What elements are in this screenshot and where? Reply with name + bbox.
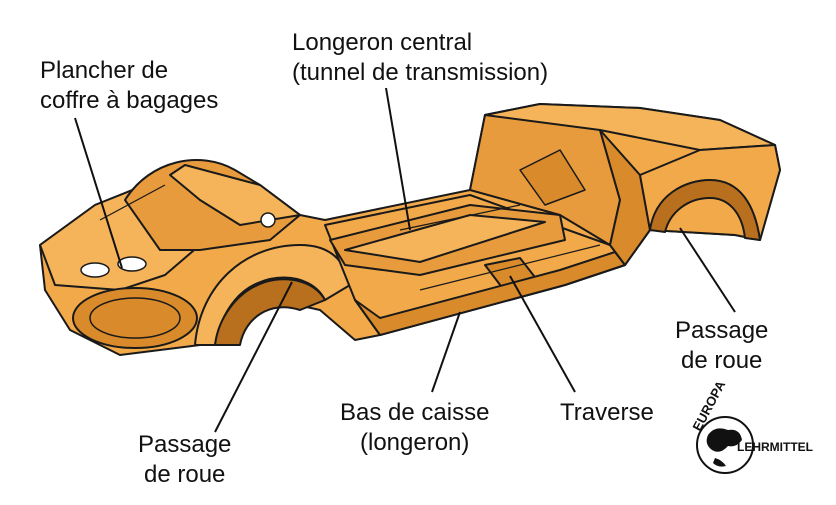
europa-lehrmittel-logo: EUROPA LEHRMITTEL xyxy=(689,378,813,474)
label-passage-left-line2: de roue xyxy=(144,461,226,488)
globe-continents xyxy=(706,428,742,467)
leader-plancher xyxy=(74,117,123,269)
label-passage-right-line1: Passage xyxy=(675,317,769,344)
leader-lines xyxy=(74,87,736,433)
label-traverse-text: Traverse xyxy=(560,399,654,426)
label-bas-line2: (longeron) xyxy=(360,429,470,456)
label-passage-left-line1: Passage xyxy=(138,431,232,458)
label-passage-right-line2: de roue xyxy=(681,347,763,374)
trunk-hole xyxy=(80,262,110,278)
label-plancher-line1: Plancher de xyxy=(40,57,169,84)
leader-traverse xyxy=(509,275,576,393)
globe-icon xyxy=(696,416,754,474)
cabin-detail xyxy=(519,149,586,206)
leader-passage-left xyxy=(214,281,293,433)
spare-wheel-well-inner xyxy=(89,297,181,339)
label-traverse: Traverse xyxy=(560,398,654,428)
shelf-hole xyxy=(260,212,276,228)
logo-lehrmittel-text: LEHRMITTEL xyxy=(737,440,813,454)
central-tunnel-top xyxy=(344,214,546,263)
leader-passage-right xyxy=(679,227,736,313)
detail-line xyxy=(399,204,521,231)
label-longeron-line1: Longeron central xyxy=(292,29,473,56)
label-plancher: Plancher de coffre à bagages xyxy=(40,56,218,116)
label-longeron-line2: (tunnel de transmission) xyxy=(292,59,549,86)
label-passage-roue-right: Passage de roue xyxy=(675,316,768,376)
label-bas-de-caisse: Bas de caisse (longeron) xyxy=(340,398,489,458)
spare-wheel-well xyxy=(72,287,198,349)
rear-wheel-arch-shadow xyxy=(214,278,326,346)
trunk-hole xyxy=(117,256,147,272)
leader-longeron xyxy=(385,87,411,231)
label-plancher-line2: coffre à bagages xyxy=(40,87,219,114)
detail-line xyxy=(419,244,601,291)
front-wheel-arch xyxy=(649,179,761,241)
label-bas-line1: Bas de caisse xyxy=(340,399,490,426)
front-panel-top xyxy=(484,103,776,151)
rear-shelf xyxy=(169,164,301,226)
logo-europa-text: EUROPA xyxy=(689,378,728,434)
car-body-illustration xyxy=(39,103,781,356)
label-passage-roue-left: Passage de roue xyxy=(138,430,231,490)
leader-bas xyxy=(431,311,461,393)
label-longeron-central: Longeron central (tunnel de transmission… xyxy=(292,28,548,88)
detail-line xyxy=(99,184,166,221)
